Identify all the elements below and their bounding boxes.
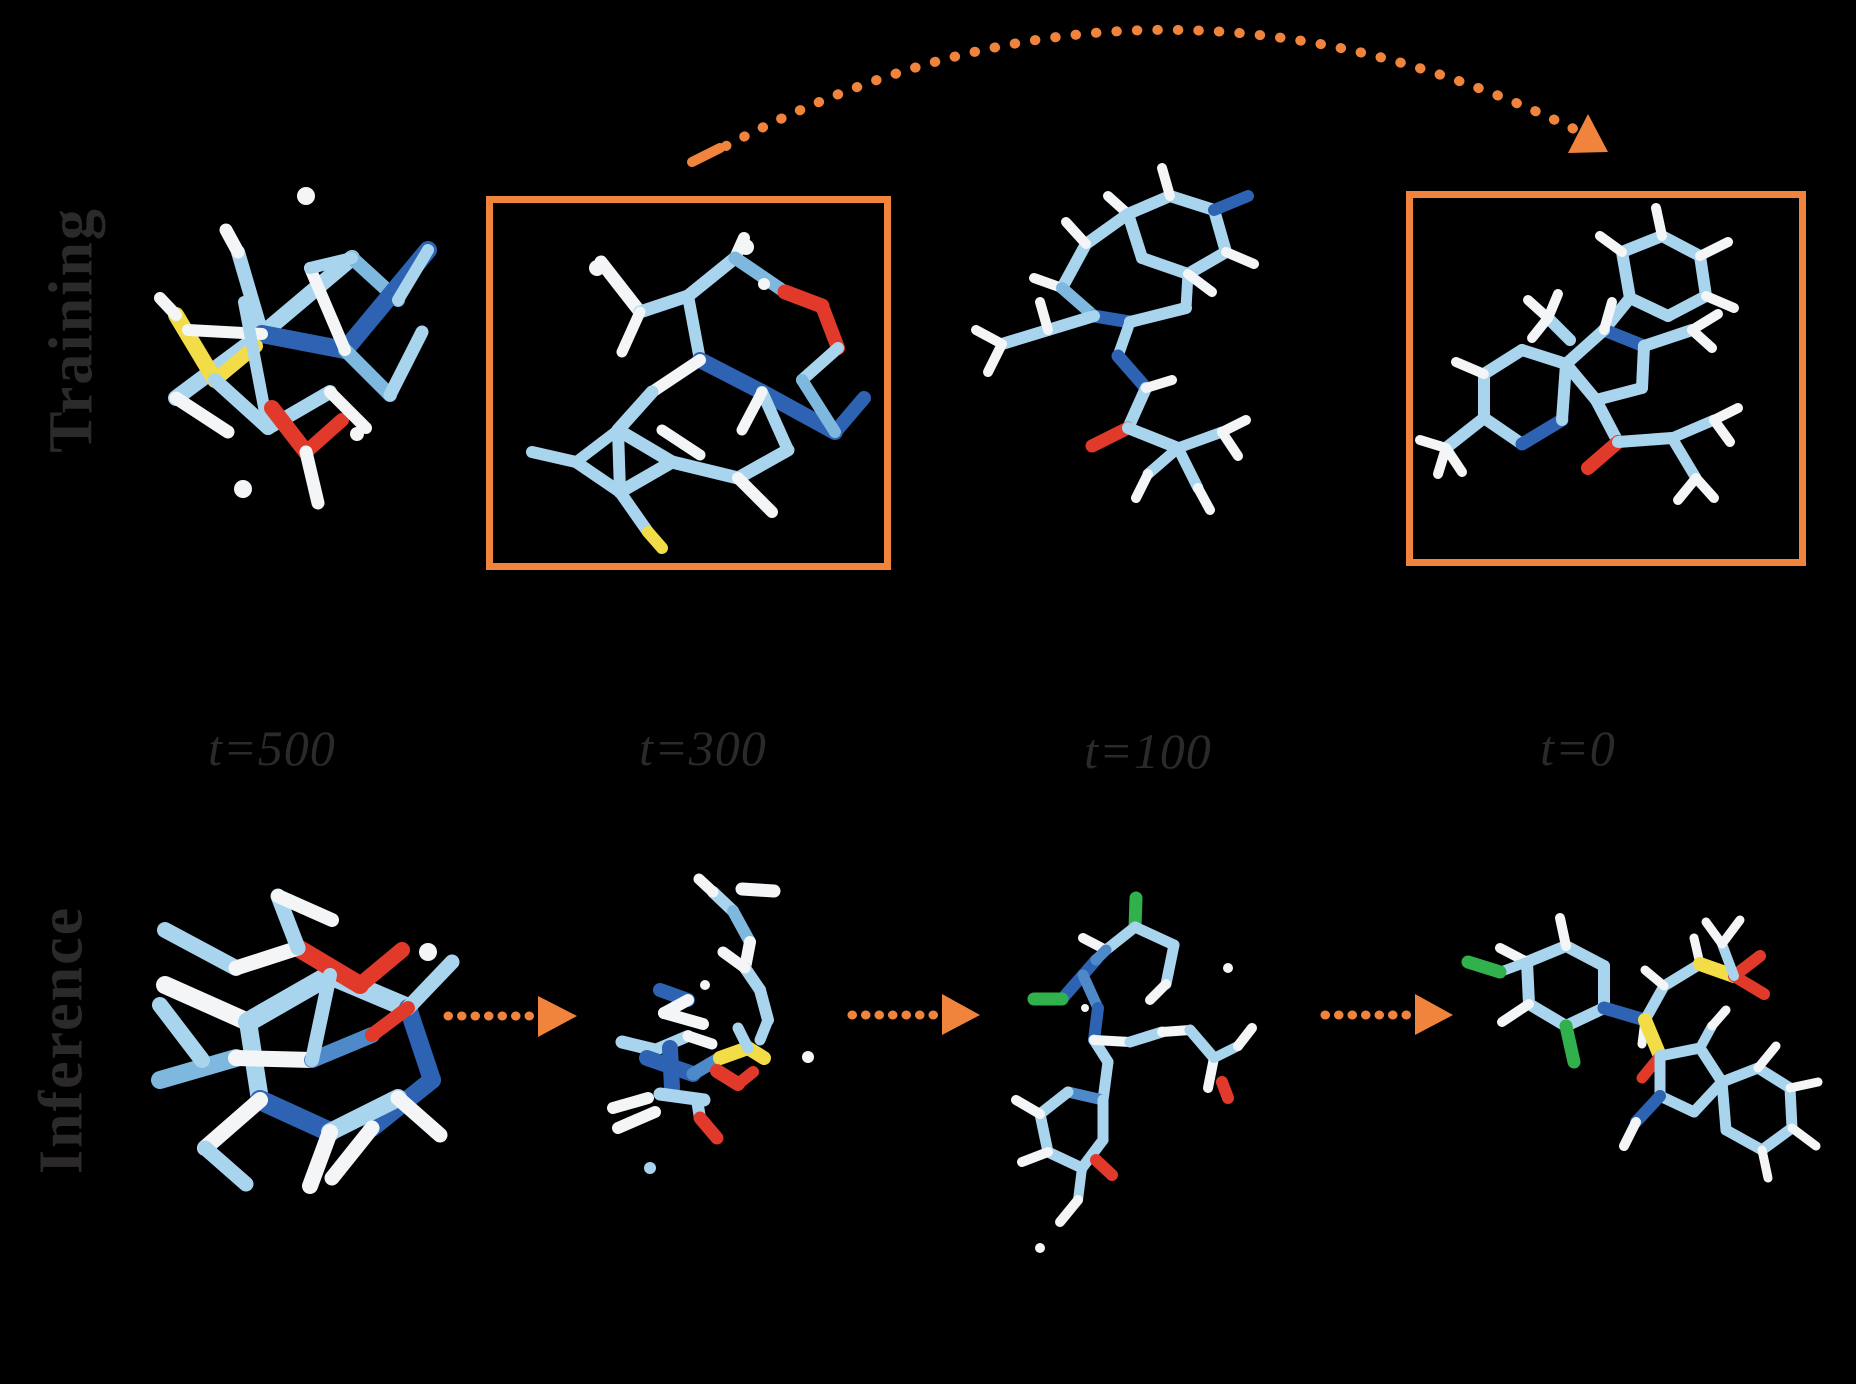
highlight-box-training-t0 [1406,191,1806,566]
molecule-inference-t100 [1011,891,1257,1253]
timestep-label-t500: t=500 [208,720,336,776]
training-curved-arrow [687,24,1608,167]
highlight-box-training-t300 [486,196,891,570]
arrowhead-icon [1415,994,1453,1035]
molecule-training-t0 [1415,203,1743,505]
row-label-training: Training [37,207,106,453]
timestep-label-t0: t=0 [1540,720,1616,776]
row-label-inference: Inference [27,905,96,1175]
curved-arrowhead-icon [1568,114,1608,153]
molecule-inference-t500 [151,888,460,1194]
timestep-label-t300: t=300 [639,720,767,776]
inference-arrow-1 [443,996,577,1037]
arrowhead-icon [942,994,980,1035]
molecule-inference-t0 [1461,913,1823,1183]
molecule-training-t500 [154,187,437,510]
arrowhead-icon [538,996,577,1037]
inference-arrow-2 [847,994,980,1035]
inference-arrow-3 [1320,994,1453,1035]
molecule-inference-t300 [607,873,814,1174]
timestep-label-t100: t=100 [1084,723,1212,779]
molecule-training-t100 [971,163,1259,515]
molecule-training-t300 [526,232,871,554]
